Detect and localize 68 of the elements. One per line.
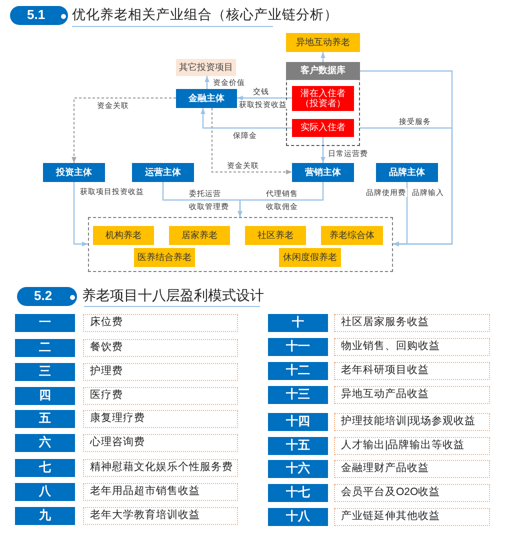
item-number: 五 bbox=[15, 410, 75, 428]
revenue-item: 物业销售、回购收益 bbox=[334, 338, 490, 356]
revenue-item: 老年科研项目收益 bbox=[334, 362, 490, 380]
revenue-item: 老年用品超市销售收益 bbox=[83, 483, 238, 501]
arrow bbox=[238, 182, 324, 217]
entity-box: 投资主体 bbox=[43, 163, 105, 182]
revenue-item: 产业链延伸其他收益 bbox=[334, 508, 490, 526]
item-number: 十八 bbox=[268, 508, 328, 526]
revenue-item: 护理费 bbox=[83, 363, 238, 381]
resident-box: 潜在入住者（投资者） bbox=[292, 86, 354, 111]
arrow bbox=[204, 76, 210, 89]
entity-box: 品牌主体 bbox=[376, 163, 438, 182]
section-number: 5.2 bbox=[17, 287, 77, 306]
revenue-item: 护理技能培训|现场参观收益 bbox=[334, 413, 490, 431]
service-mode-box: 养老综合体 bbox=[321, 226, 383, 245]
item-number: 十七 bbox=[268, 484, 328, 502]
revenue-item: 社区居家服务收益 bbox=[334, 314, 490, 332]
item-number: 六 bbox=[15, 434, 75, 452]
revenue-item: 异地互动产品收益 bbox=[334, 386, 490, 404]
arrow bbox=[320, 52, 326, 62]
item-number: 十四 bbox=[268, 413, 328, 431]
revenue-item: 金融理财产品收益 bbox=[334, 460, 490, 478]
item-number: 十一 bbox=[268, 338, 328, 356]
revenue-item: 床位费 bbox=[83, 314, 238, 332]
dashed-arrow bbox=[211, 108, 292, 174]
arrow bbox=[73, 182, 88, 246]
entity-box: 金融主体 bbox=[176, 89, 237, 108]
service-mode-box: 居家养老 bbox=[169, 226, 230, 245]
item-number: 七 bbox=[15, 459, 75, 477]
item-number: 九 bbox=[15, 507, 75, 525]
project-box: 其它投资项目 bbox=[176, 59, 236, 76]
item-number: 十 bbox=[268, 314, 328, 332]
client-group-frame bbox=[286, 62, 360, 146]
revenue-item: 医疗费 bbox=[83, 387, 238, 405]
service-box: 异地互动养老 bbox=[286, 33, 360, 52]
item-number: 十二 bbox=[268, 362, 328, 380]
item-number: 一 bbox=[15, 314, 75, 332]
item-number: 八 bbox=[15, 483, 75, 501]
arrow bbox=[237, 96, 292, 100]
item-number: 四 bbox=[15, 387, 75, 405]
revenue-item: 康复理疗费 bbox=[83, 410, 238, 428]
dashed-arrow bbox=[72, 97, 176, 163]
section-heading: 优化养老相关产业组合（核心产业链分析） bbox=[72, 6, 338, 24]
item-number: 十五 bbox=[268, 437, 328, 455]
resident-box: 实际入住者 bbox=[292, 119, 354, 137]
item-number: 二 bbox=[15, 339, 75, 357]
arrow bbox=[200, 108, 292, 129]
service-mode-box: 休闲度假养老 bbox=[279, 248, 341, 267]
section-number: 5.1 bbox=[10, 6, 68, 25]
group-dashed-box bbox=[88, 217, 393, 272]
service-mode-box: 社区养老 bbox=[245, 226, 306, 245]
service-mode-box: 机构养老 bbox=[93, 226, 154, 245]
revenue-item: 老年大学教育培训收益 bbox=[83, 507, 238, 525]
service-mode-box: 医养结合养老 bbox=[134, 248, 195, 267]
revenue-item: 心理咨询费 bbox=[83, 434, 238, 452]
item-number: 十六 bbox=[268, 460, 328, 478]
item-number: 三 bbox=[15, 363, 75, 381]
section-heading: 养老项目十八层盈利模式设计 bbox=[82, 286, 264, 304]
revenue-item: 人才输出|品牌输出等收益 bbox=[334, 437, 490, 455]
arrow bbox=[320, 137, 326, 163]
entity-box: 营销主体 bbox=[292, 163, 354, 182]
group-header: 客户数据库 bbox=[286, 62, 360, 80]
revenue-item: 餐饮费 bbox=[83, 339, 238, 357]
revenue-item: 精神慰藉文化娱乐个性服务费 bbox=[83, 459, 238, 477]
item-number: 十三 bbox=[268, 386, 328, 404]
arrow bbox=[360, 70, 453, 246]
revenue-item: 会员平台及O2O收益 bbox=[334, 484, 490, 502]
entity-box: 运营主体 bbox=[132, 163, 194, 182]
